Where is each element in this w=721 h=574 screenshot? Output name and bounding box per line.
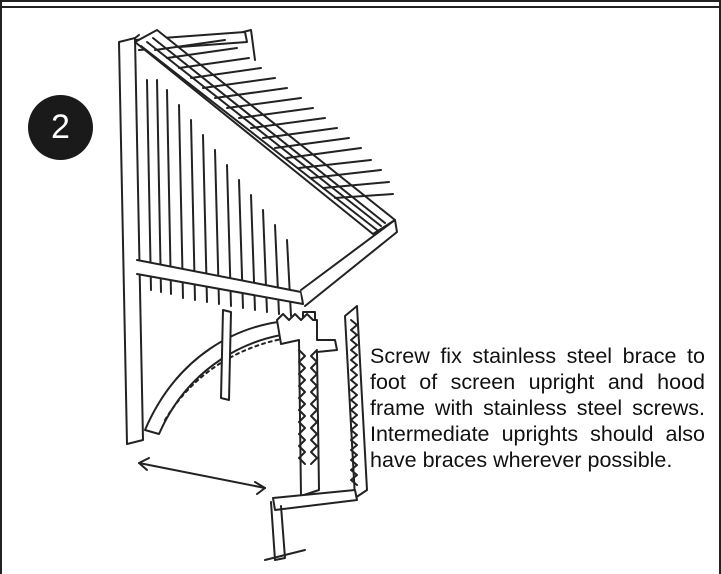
top-divider — [0, 0, 721, 8]
step-number-badge: 2 — [28, 95, 93, 160]
step-number: 2 — [51, 108, 70, 146]
door-canopy-brace-drawing-icon — [118, 29, 398, 561]
instruction-text: Screw fix stainless steel brace to foot … — [370, 344, 705, 472]
